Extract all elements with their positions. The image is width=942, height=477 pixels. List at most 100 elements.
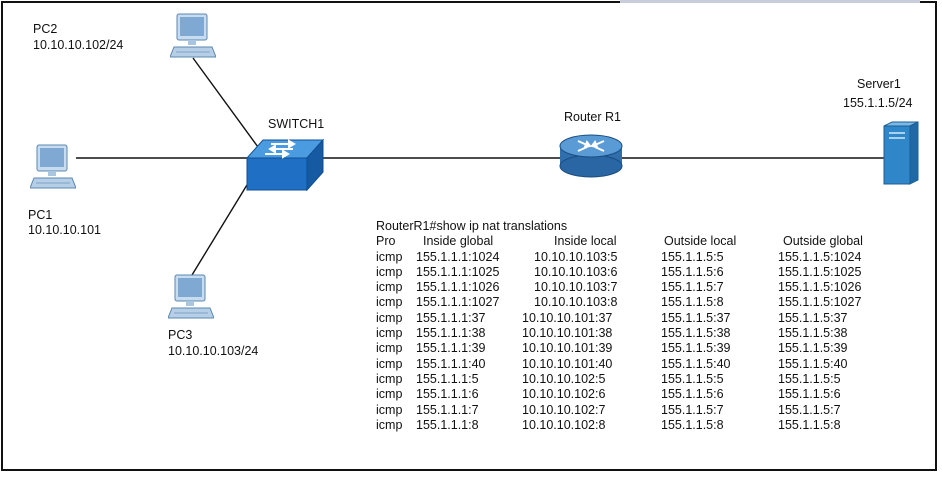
cell-inside-local: 10.10.10.101:40 [522, 356, 613, 371]
pc1-ip-label: 10.10.10.101 [28, 223, 101, 237]
cell-inside-local: 10.10.10.103:5 [534, 249, 618, 264]
nat-table-row: icmp 155.1.1.1:40 10.10.10.101:40 155.1.1.5… [376, 356, 848, 372]
nat-table-row: icmp 155.1.1.1:8 10.10.10.102:8 155.1.1.5:8… [376, 417, 841, 433]
pc2-name-label: PC2 [33, 22, 58, 36]
pc3-name-label: PC3 [168, 328, 193, 342]
server-ip-label: 155.1.1.5/24 [843, 96, 913, 110]
cell-outside-global: 155.1.1.5:1026 [778, 280, 862, 295]
cell-outside-global: 155.1.1.5:6 [778, 387, 841, 402]
cell-inside-global: 155.1.1.1:39 [416, 341, 486, 356]
cell-outside-local: 155.1.1.5:8 [661, 417, 724, 432]
cell-inside-global: 155.1.1.1:40 [416, 356, 486, 371]
cell-protocol: icmp [376, 371, 403, 386]
cell-inside-global: 155.1.1.1:6 [416, 387, 479, 402]
cell-inside-global: 155.1.1.1:1026 [416, 280, 500, 295]
cell-inside-global: 155.1.1.1:7 [416, 402, 479, 417]
cell-protocol: icmp [376, 310, 403, 325]
nat-translations-output: RouterR1#show ip nat translations Pro In… [376, 219, 863, 434]
nat-table-row: icmp 155.1.1.1:5 10.10.10.102:5 155.1.1.5:5… [376, 371, 841, 387]
router-icon [558, 134, 624, 185]
nat-command-line: RouterR1#show ip nat translations [376, 219, 568, 233]
nat-rows: icmp 155.1.1.1:1024 10.10.10.103:5 155.1.1.… [376, 249, 861, 434]
pc3-icon [167, 273, 215, 326]
cell-outside-local: 155.1.1.5:5 [661, 249, 724, 264]
cell-protocol: icmp [376, 249, 403, 264]
cell-outside-global: 155.1.1.5:37 [778, 310, 848, 325]
cell-outside-global: 155.1.1.5:1027 [778, 295, 862, 310]
nat-table-row: icmp 155.1.1.1:1027 10.10.10.103:8 155.1.1.… [376, 295, 861, 310]
cell-outside-local: 155.1.1.5:40 [661, 356, 731, 371]
cell-outside-global: 155.1.1.5:38 [778, 326, 848, 341]
cell-inside-local: 10.10.10.102:6 [522, 387, 606, 402]
cell-outside-local: 155.1.1.5:38 [661, 326, 731, 341]
cell-inside-global: 155.1.1.1:1027 [416, 295, 500, 310]
cell-protocol: icmp [376, 264, 403, 279]
cell-protocol: icmp [376, 417, 403, 432]
cell-inside-local: 10.10.10.102:7 [522, 402, 606, 417]
cell-outside-global: 155.1.1.5:1025 [778, 264, 862, 279]
cell-inside-global: 155.1.1.1:1024 [416, 249, 500, 264]
cell-inside-local: 10.10.10.103:7 [534, 280, 618, 295]
nat-table-row: icmp 155.1.1.1:39 10.10.10.101:39 155.1.1.5… [376, 341, 848, 356]
cell-inside-global: 155.1.1.1:8 [416, 417, 479, 432]
cell-inside-global: 155.1.1.1:1025 [416, 264, 500, 279]
cell-protocol: icmp [376, 402, 403, 417]
pc1-name-label: PC1 [28, 208, 53, 222]
pc1-icon [29, 143, 77, 196]
cell-inside-local: 10.10.10.101:38 [522, 326, 613, 341]
cell-outside-global: 155.1.1.5:5 [778, 371, 841, 386]
cell-outside-local: 155.1.1.5:6 [661, 264, 724, 279]
cell-inside-local: 10.10.10.101:39 [522, 341, 613, 356]
pc2-ip-label: 10.10.10.102/24 [33, 38, 124, 52]
server-icon [880, 120, 920, 193]
switch-icon [245, 138, 325, 199]
link-pc2-switch [192, 57, 259, 148]
cell-outside-global: 155.1.1.5:8 [778, 417, 841, 432]
cell-outside-local: 155.1.1.5:7 [661, 280, 724, 295]
nat-table-row: icmp 155.1.1.1:38 10.10.10.101:38 155.1.1.5… [376, 326, 848, 341]
cell-outside-global: 155.1.1.5:39 [778, 341, 848, 356]
header-inside-global: Inside global [423, 234, 494, 249]
switch-name-label: SWITCH1 [268, 117, 325, 131]
cell-outside-local: 155.1.1.5:5 [661, 371, 724, 386]
cell-protocol: icmp [376, 341, 403, 356]
cell-inside-local: 10.10.10.102:8 [522, 417, 606, 432]
nat-table-row: icmp 155.1.1.1:37 10.10.10.101:37 155.1.1.5… [376, 310, 848, 326]
pc2-icon [169, 12, 217, 65]
header-outside-global: Outside global [783, 234, 863, 249]
nat-header-row: Pro Inside global Inside local Outside l… [376, 234, 863, 249]
top-accent-bar [620, 0, 920, 3]
nat-table-row: icmp 155.1.1.1:7 10.10.10.102:7 155.1.1.5:7… [376, 402, 841, 418]
header-inside-local: Inside local [554, 234, 617, 249]
cell-protocol: icmp [376, 295, 403, 310]
cell-inside-local: 10.10.10.103:8 [534, 295, 618, 310]
header-pro: Pro [376, 234, 396, 249]
cell-protocol: icmp [376, 280, 403, 295]
cell-inside-global: 155.1.1.1:5 [416, 371, 479, 386]
cell-outside-local: 155.1.1.5:37 [661, 310, 731, 325]
header-outside-local: Outside local [664, 234, 737, 249]
link-pc3-switch [191, 179, 251, 276]
cell-inside-local: 10.10.10.101:37 [522, 310, 613, 325]
nat-table-row: icmp 155.1.1.1:1026 10.10.10.103:7 155.1.1.… [376, 280, 861, 295]
cell-protocol: icmp [376, 356, 403, 371]
cell-inside-global: 155.1.1.1:38 [416, 326, 486, 341]
cell-outside-local: 155.1.1.5:8 [661, 295, 724, 310]
cell-outside-global: 155.1.1.5:40 [778, 356, 848, 371]
cell-outside-global: 155.1.1.5:7 [778, 402, 841, 417]
cell-outside-local: 155.1.1.5:39 [661, 341, 731, 356]
cell-inside-global: 155.1.1.1:37 [416, 310, 486, 325]
diagram-frame [1, 1, 937, 471]
nat-table-row: icmp 155.1.1.1:1024 10.10.10.103:5 155.1.1.… [376, 249, 861, 265]
cell-outside-global: 155.1.1.5:1024 [778, 249, 862, 264]
cell-outside-local: 155.1.1.5:7 [661, 402, 724, 417]
pc3-ip-label: 10.10.10.103/24 [168, 344, 259, 358]
nat-table-row: icmp 155.1.1.1:1025 10.10.10.103:6 155.1.1.… [376, 264, 861, 280]
cell-outside-local: 155.1.1.5:6 [661, 387, 724, 402]
cell-protocol: icmp [376, 326, 403, 341]
server-name-label: Server1 [857, 77, 901, 91]
cell-inside-local: 10.10.10.103:6 [534, 264, 618, 279]
cell-inside-local: 10.10.10.102:5 [522, 371, 606, 386]
